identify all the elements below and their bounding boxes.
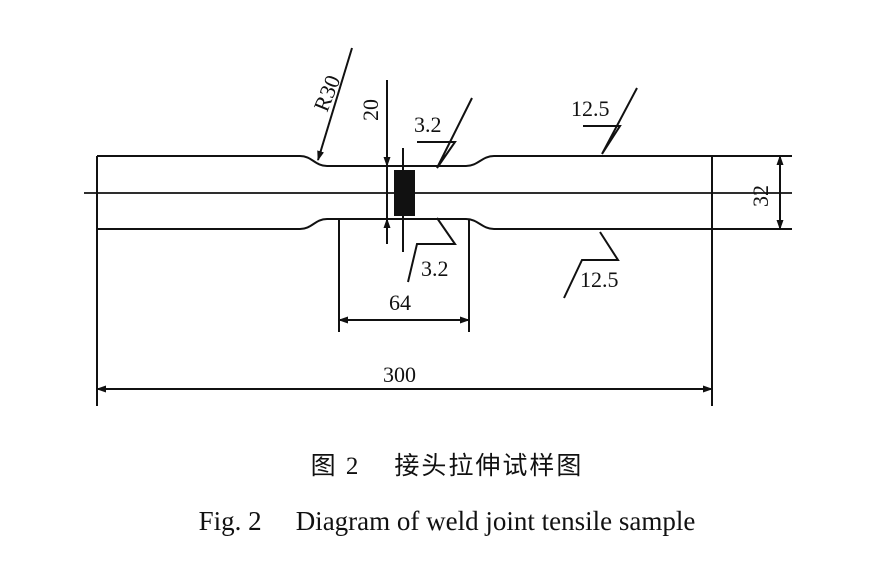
gauge-length-label: 64 bbox=[389, 290, 411, 315]
specimen-top-edge bbox=[97, 155, 792, 167]
roughness-symbol-top-3-2 bbox=[417, 97, 473, 169]
roughness-symbol-bottom-3-2 bbox=[407, 217, 457, 283]
caption-chinese: 图 2 接头拉伸试样图 bbox=[0, 446, 894, 482]
caption-cn-label: 图 2 bbox=[310, 453, 361, 480]
caption-cn-title: 接头拉伸试样图 bbox=[394, 453, 584, 480]
caption-en-title: Diagram of weld joint tensile sample bbox=[295, 506, 696, 536]
radius-label: R30 bbox=[308, 71, 345, 114]
weld-seam bbox=[394, 170, 415, 216]
specimen-bottom-edge bbox=[97, 218, 792, 230]
weld-roughness-bottom-label: 3.2 bbox=[421, 256, 449, 281]
base-roughness-bottom-label: 12.5 bbox=[580, 267, 619, 292]
roughness-symbol-top-12-5 bbox=[583, 87, 638, 155]
weld-roughness-top-label: 3.2 bbox=[414, 112, 442, 137]
radius-leader bbox=[317, 47, 353, 161]
roughness-symbol-bottom-12-5 bbox=[563, 231, 620, 299]
base-roughness-top-label: 12.5 bbox=[571, 96, 610, 121]
weld-width-label: 20 bbox=[358, 99, 383, 121]
caption-en-label: Fig. 2 bbox=[198, 506, 262, 536]
total-length-label: 300 bbox=[383, 362, 416, 387]
caption-english: Fig. 2 Diagram of weld joint tensile samp… bbox=[0, 506, 894, 537]
thickness-label: 32 bbox=[748, 185, 773, 207]
